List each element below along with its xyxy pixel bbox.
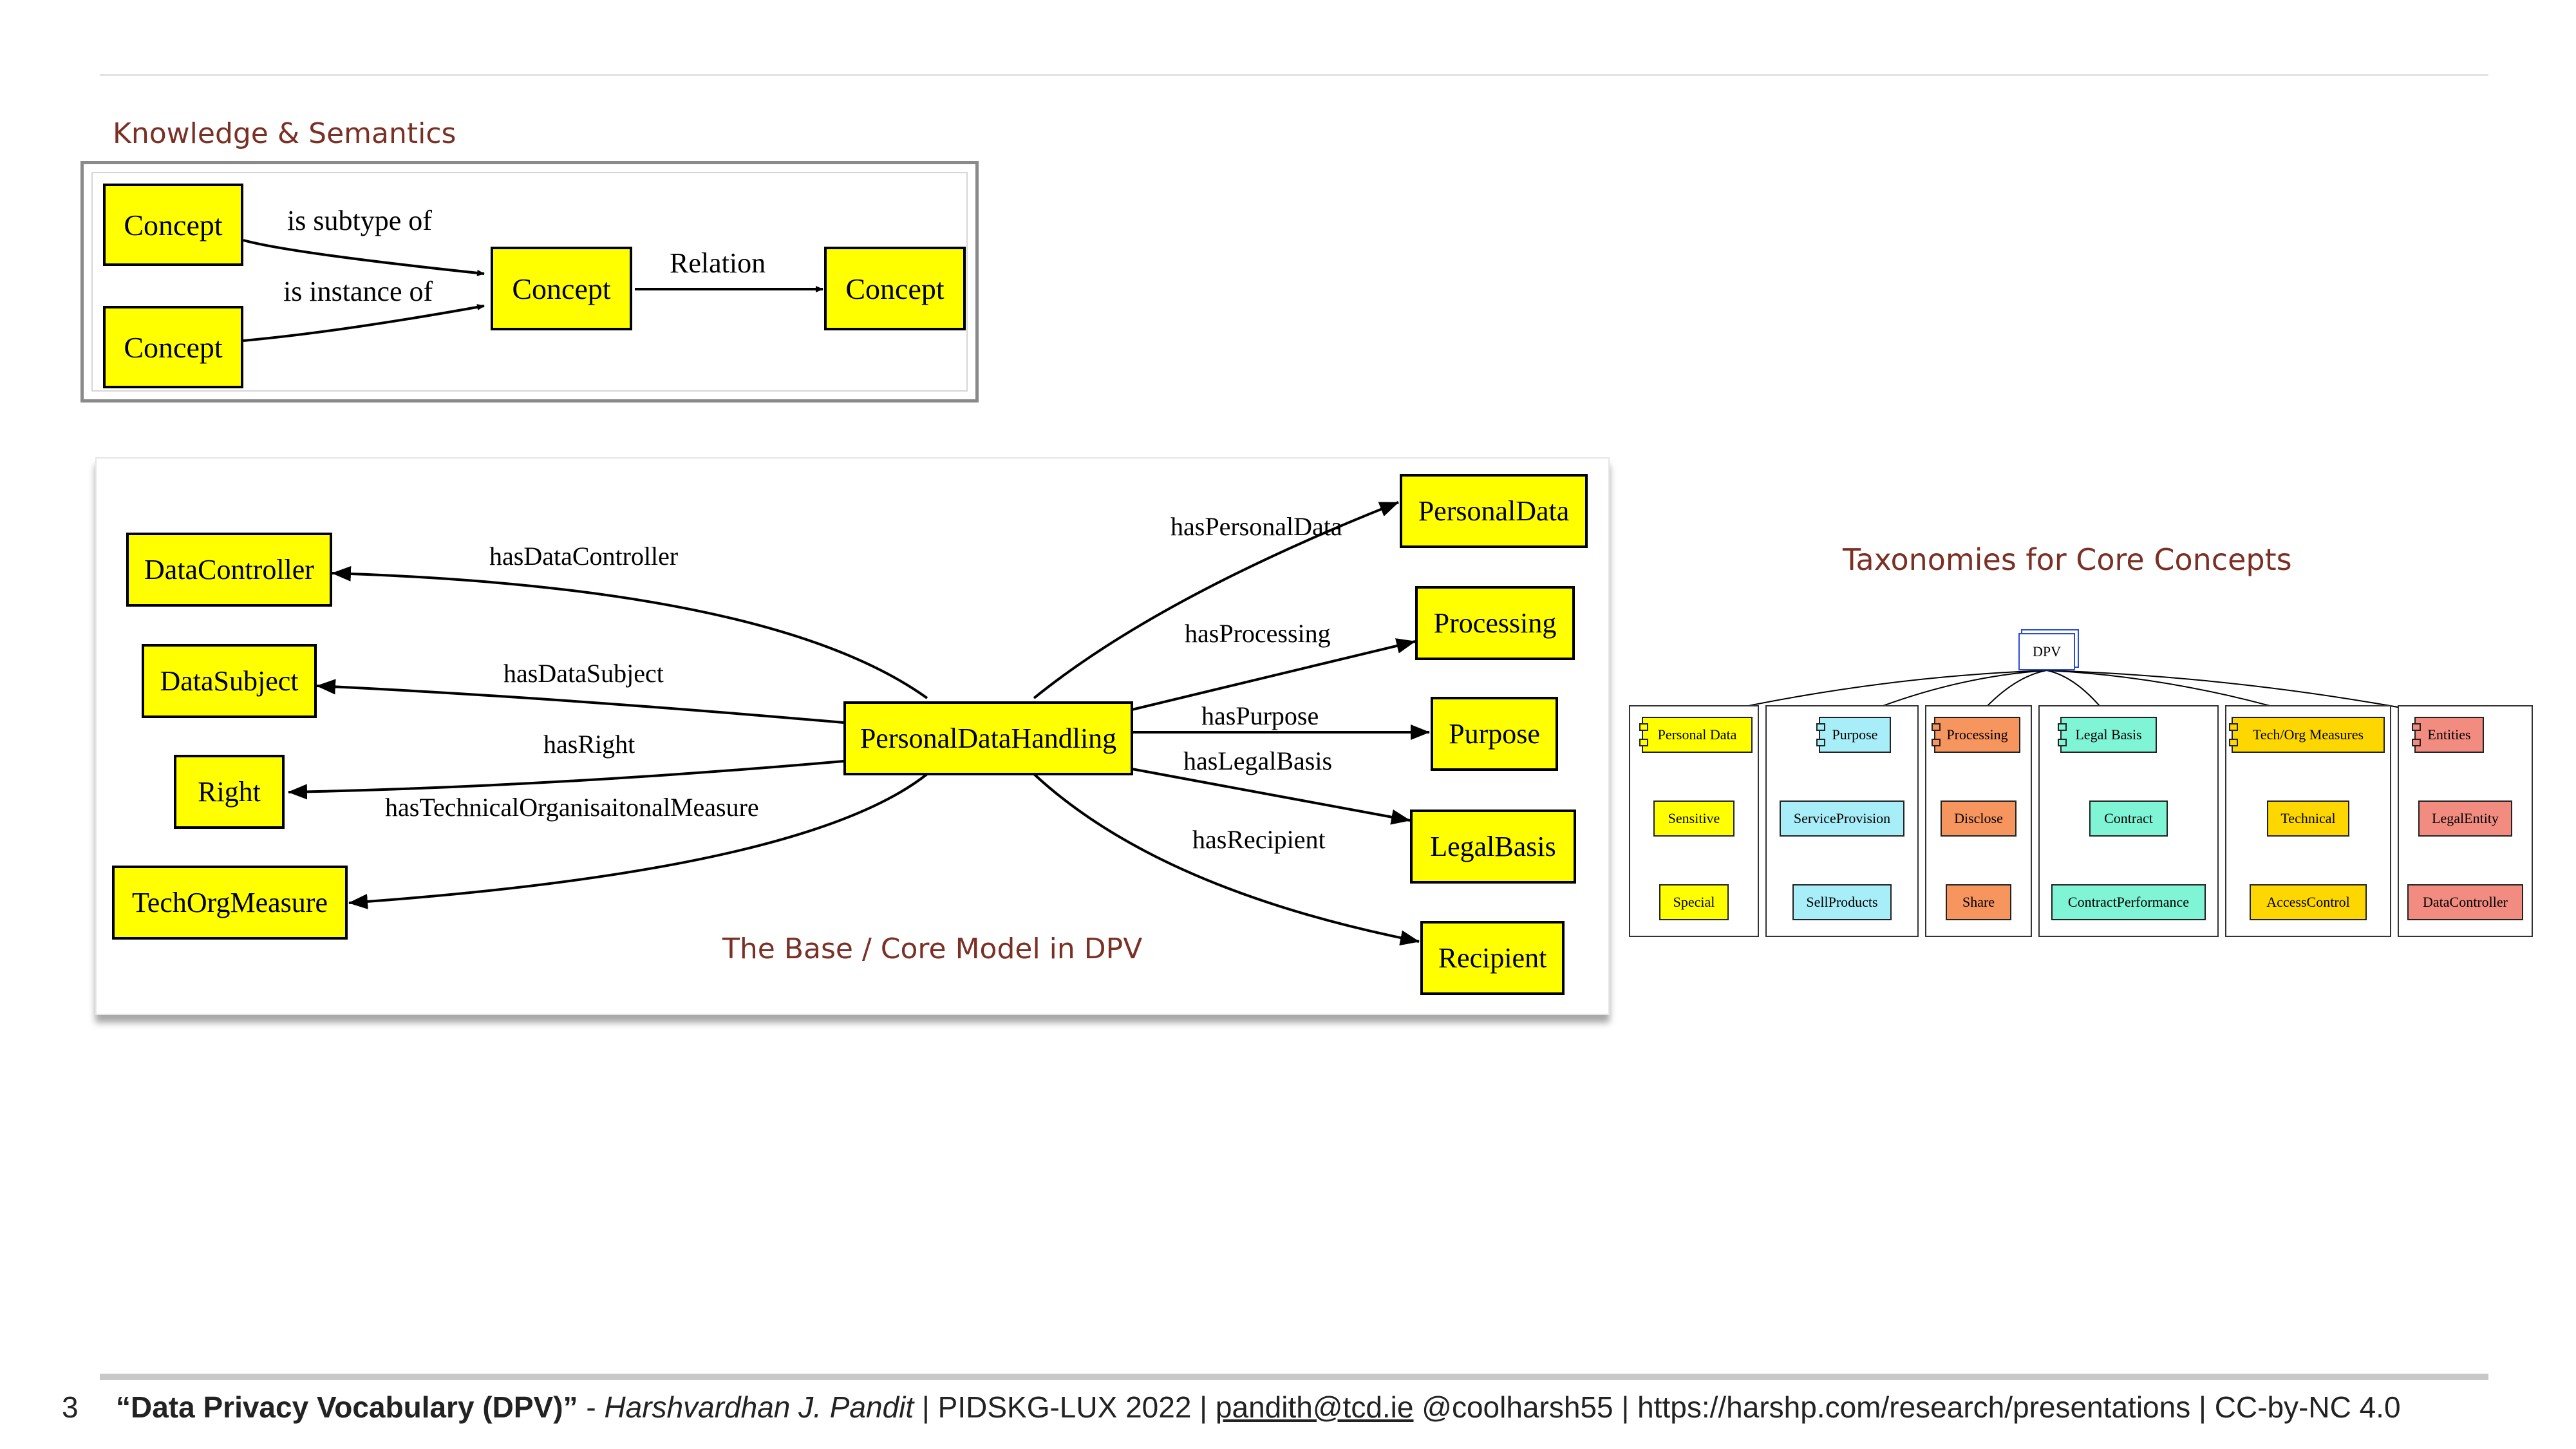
taxonomy-root-dpv: DPV	[2018, 633, 2075, 670]
edge-has-recipient	[1033, 773, 1420, 946]
node-tech-org-measure: TechOrgMeasure	[112, 866, 348, 940]
edge-label-has-tom: hasTechnicalOrganisaitonalMeasure	[385, 793, 759, 822]
edge-has-personal-data	[1033, 501, 1399, 699]
concept-node-right: Concept	[824, 247, 966, 330]
edge-label-has-data-controller: hasDataController	[489, 542, 679, 571]
taxonomy-child-node: Disclose	[1941, 800, 2017, 837]
knowledge-semantics-title: Knowledge & Semantics	[113, 117, 456, 150]
bottom-rule	[100, 1374, 2488, 1380]
taxonomy-grandchild-node: Special	[1659, 884, 1729, 920]
core-model-edges	[288, 501, 1430, 946]
edge-label-instance: is instance of	[283, 276, 433, 307]
footer-author: Harshvardhan J. Pandit	[604, 1390, 914, 1424]
top-rule	[100, 74, 2488, 76]
knowledge-semantics-edges	[243, 239, 823, 342]
taxonomy-child-node: ServiceProvision	[1780, 800, 1904, 837]
core-model-panel: PersonalDataHandling DataController Data…	[95, 457, 1610, 1015]
node-data-controller: DataController	[126, 533, 332, 607]
taxonomy-header-node: Processing	[1932, 717, 2020, 753]
concept-node-bottom-left: Concept	[103, 306, 243, 388]
concept-node-top-left: Concept	[103, 184, 243, 266]
core-model-caption: The Base / Core Model in DPV	[722, 933, 1143, 965]
taxonomy-header-node: Legal Basis	[2058, 717, 2157, 753]
taxonomy-child-node: Contract	[2089, 800, 2168, 837]
taxonomy-header-node: Purpose	[1816, 717, 1891, 753]
slide-number: 3	[62, 1390, 79, 1424]
footer-links: @coolharsh55 | https://harshp.com/resear…	[1413, 1390, 2401, 1424]
node-right: Right	[174, 755, 285, 829]
taxonomy-grandchild-node: SellProducts	[1792, 884, 1892, 920]
taxonomy-grandchild-node: ContractPerformance	[2051, 884, 2206, 920]
edge-has-legal-basis	[1131, 768, 1411, 825]
taxonomy-root-edge	[2046, 670, 2450, 719]
footer-citation: “Data Privacy Vocabulary (DPV)” - Harshv…	[116, 1390, 2401, 1425]
edge-has-right	[288, 760, 844, 800]
node-personal-data-handling: PersonalDataHandling	[843, 701, 1133, 775]
edge-has-data-controller	[332, 565, 928, 699]
taxonomy-grandchild-node: DataController	[2407, 884, 2523, 920]
edge-label-has-data-subject: hasDataSubject	[503, 659, 664, 688]
taxonomy-grandchild-node: AccessControl	[2250, 884, 2367, 920]
node-legal-basis: LegalBasis	[1410, 810, 1576, 884]
edge-has-tom	[348, 773, 928, 909]
edge-label-has-right: hasRight	[543, 730, 635, 759]
taxonomy-header-node: Tech/Org Measures	[2229, 717, 2385, 753]
taxonomy-grandchild-node: Share	[1946, 884, 2011, 920]
footer-venue: | PIDSKG-LUX 2022 |	[914, 1390, 1216, 1424]
edge-has-processing	[1131, 638, 1416, 711]
node-purpose: Purpose	[1431, 697, 1558, 771]
edge-label-has-legal-basis: hasLegalBasis	[1183, 746, 1333, 775]
edge-label-has-recipient: hasRecipient	[1192, 825, 1326, 854]
concept-node-middle: Concept	[491, 247, 632, 330]
edge-label-has-personal-data: hasPersonalData	[1170, 512, 1342, 541]
knowledge-semantics-panel: Concept Concept Concept Concept is subty…	[80, 161, 979, 402]
footer-email-link[interactable]: pandith@tcd.ie	[1215, 1390, 1414, 1424]
edge-instance	[243, 304, 485, 342]
knowledge-semantics-inner-frame	[91, 172, 968, 392]
edge-label-relation: Relation	[670, 247, 766, 279]
edge-label-has-purpose: hasPurpose	[1201, 701, 1319, 730]
edge-label-has-processing: hasProcessing	[1185, 619, 1331, 648]
footer-separator: -	[578, 1390, 605, 1424]
taxonomy-header-node: Personal Data	[1639, 717, 1753, 753]
taxonomy-child-node: Technical	[2267, 800, 2349, 837]
taxonomies-title: Taxonomies for Core Concepts	[1843, 542, 2292, 577]
taxonomy-header-node: Entities	[2412, 717, 2484, 753]
footer-title: “Data Privacy Vocabulary (DPV)”	[116, 1390, 578, 1424]
node-data-subject: DataSubject	[142, 644, 317, 718]
taxonomy-child-node: Sensitive	[1653, 800, 1735, 837]
node-processing: Processing	[1415, 586, 1575, 660]
edge-subtype	[243, 239, 485, 276]
edge-has-data-subject	[316, 679, 844, 724]
node-personal-data: PersonalData	[1400, 474, 1588, 548]
taxonomy-child-node: LegalEntity	[2418, 800, 2512, 837]
node-recipient: Recipient	[1420, 921, 1565, 995]
edge-label-subtype: is subtype of	[287, 205, 432, 236]
